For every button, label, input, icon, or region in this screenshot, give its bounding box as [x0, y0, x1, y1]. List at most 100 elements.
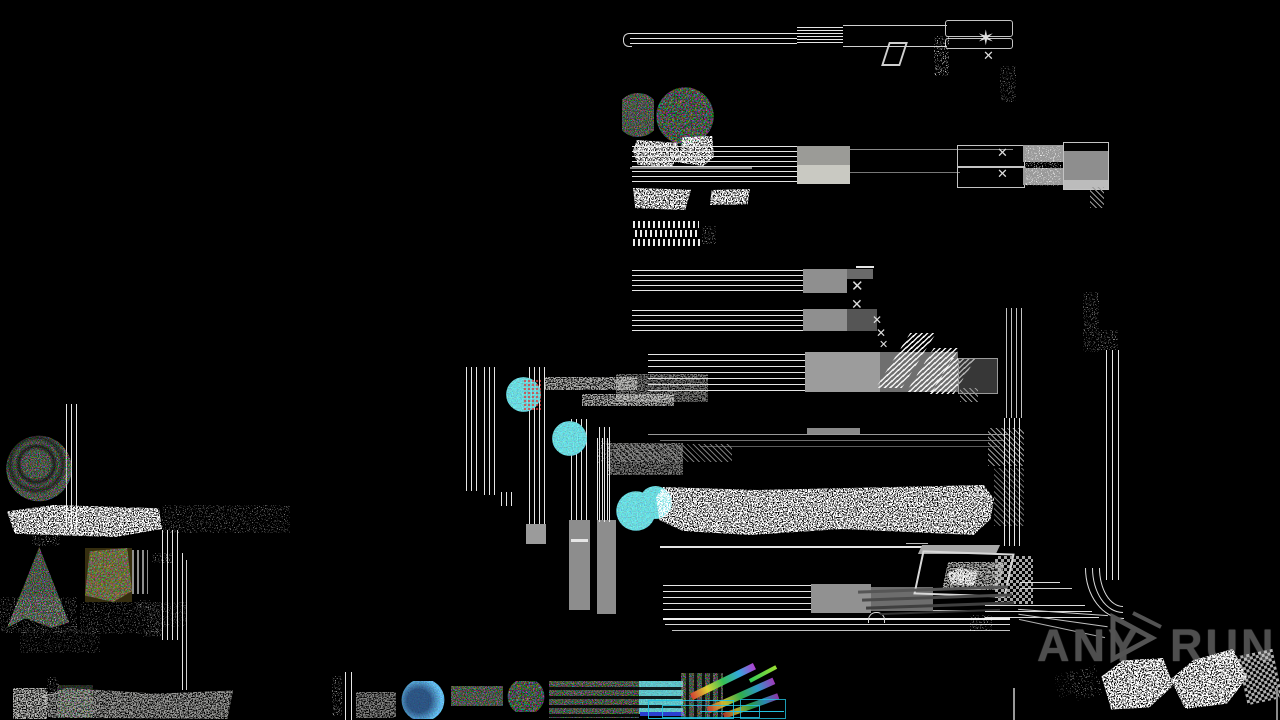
glitch-band2-lines — [632, 270, 803, 293]
noise-row-b — [635, 230, 697, 237]
noise-blob-ring-overlay — [6, 435, 72, 502]
noise-left-mark-c — [143, 628, 163, 637]
glitch-frame-line-b — [660, 440, 1005, 441]
glitch-top-hook — [623, 33, 632, 47]
glitch-top-box-a — [945, 20, 1013, 37]
glitch-x-icon: ✕ — [983, 49, 994, 64]
glitch-band1-lines — [632, 146, 797, 182]
glitch-bottom-line-a — [663, 618, 1010, 620]
noise-bottom-specks — [356, 692, 396, 718]
noise-gray-row-a — [545, 377, 637, 390]
glitch-band1-bar-noise — [1025, 146, 1061, 186]
glitch-bottom-hook — [868, 612, 885, 623]
glitch-vcolumn-2-dash — [571, 539, 588, 542]
glitch-dot-column — [934, 36, 949, 76]
glitch-band3-lines — [632, 310, 803, 331]
glitch-frame-line-a — [648, 434, 1008, 435]
glitch-right-vbundle — [1106, 350, 1123, 580]
glitch-band1-topline — [850, 149, 1013, 150]
glitch-left-line-a — [182, 553, 183, 690]
glitch-left-vlines — [162, 530, 181, 640]
noise-bottomleft-dense — [13, 688, 47, 719]
noise-left-mark-a — [152, 553, 173, 563]
noise-bottomleft-color — [58, 685, 93, 718]
glitch-x-icon: ✕ — [851, 277, 864, 295]
glitch-band1-bar-a — [1023, 145, 1063, 162]
glitch-step-line-a — [1020, 582, 1060, 583]
glitch-band5-gray-a — [811, 584, 871, 613]
glitch-bracket-vpair — [345, 672, 353, 720]
glitch-frame-line-c — [700, 446, 1000, 447]
glitch-band2-topline — [856, 266, 874, 268]
glitch-band1-box-b — [957, 167, 1025, 188]
glitch-corner-hline-a — [985, 605, 1085, 606]
glitch-band4-hatch — [960, 388, 978, 402]
noise-left-dots — [32, 532, 60, 546]
glitch-left-vpair — [66, 404, 81, 530]
glitch-x-icon: ✕ — [997, 167, 1008, 182]
glitch-dots — [1000, 66, 1016, 102]
glitch-band1-gray-top — [797, 146, 850, 165]
glitch-bottom-line-c — [672, 630, 1010, 631]
glitch-band4-gray-a — [805, 352, 880, 392]
glitch-frame-vcol — [599, 427, 612, 522]
glitch-band1-box-a — [957, 145, 1025, 167]
noise-rainbow-glyphs — [451, 686, 503, 706]
glitch-bracket-noise — [332, 676, 342, 716]
glitch-x-icon: ✕ — [879, 338, 889, 351]
watermark-brand-left: ANY — [1037, 620, 1142, 671]
noise-text-b — [710, 189, 750, 205]
glitch-band4-lines — [648, 354, 805, 392]
glitch-frame-grayseg — [807, 428, 860, 434]
glitch-band2-stub — [847, 269, 873, 279]
glitch-band1-gray-bottom — [797, 165, 850, 184]
glitch-mid-vcol — [1006, 308, 1023, 418]
glitch-top-longbox — [843, 25, 947, 47]
noise-row-a — [633, 221, 699, 228]
noise-oval-overlay — [401, 681, 445, 719]
watermark-noise-checker — [1237, 648, 1280, 706]
glitch-right-edge-line — [1276, 686, 1278, 720]
glitch-band5-line-a — [660, 546, 928, 548]
circuit-trace-box-a — [648, 700, 734, 719]
noise-teal-rows-overlay — [639, 681, 683, 714]
glitch-corner-hline-b — [985, 611, 1092, 612]
glitch-red-dots — [523, 379, 541, 410]
glitch-step-line-b — [1020, 588, 1072, 589]
noise-patch-tint — [85, 548, 132, 602]
glitch-top-lines-a — [630, 33, 797, 44]
glitch-x-icon: ✕ — [997, 146, 1008, 161]
noise-row-tail — [702, 226, 716, 244]
glitch-right-vcol — [1004, 418, 1020, 546]
noise-text-a — [633, 188, 691, 210]
glitch-x-icon: ✕ — [851, 297, 863, 313]
noise-left-band-dense — [7, 505, 162, 537]
glitch-top-box-b — [945, 38, 1013, 49]
glitch-band3-gray-dark — [847, 309, 877, 331]
glitch-right-squiggle — [1083, 292, 1099, 352]
glitch-window-checker — [995, 556, 1033, 604]
glitch-band1-stack — [1063, 142, 1109, 190]
glitch-vbundle-main-foot — [526, 524, 546, 544]
noise-gray-row-b — [582, 394, 674, 406]
glitch-top-lines-b — [797, 27, 843, 45]
glitch-x-icon: ✕ — [872, 313, 883, 327]
glitch-band2-gray — [803, 269, 847, 293]
glitch-band1-botline — [850, 172, 960, 173]
noise-block-rows-overlay — [549, 681, 639, 718]
glitch-band5-lines — [663, 585, 811, 612]
noise-rainbow-circle — [508, 681, 545, 712]
glitch-vcolumn-2 — [569, 520, 590, 610]
glitch-band1-hatch — [1090, 187, 1104, 208]
glitch-vbundle-2 — [571, 419, 588, 520]
watermark-play-logo-icon — [1110, 611, 1162, 664]
glitch-right-curl — [1098, 330, 1118, 350]
noise-left-mark-b — [137, 600, 150, 610]
glitch-vlines-stub — [501, 492, 513, 506]
noise-blob-rainbow-small — [622, 93, 654, 137]
glitch-left-vdash — [132, 550, 148, 594]
glitch-vcolumn-3 — [597, 520, 616, 614]
glitch-band5-line-b — [906, 543, 928, 544]
glitch-x-icon: ✕ — [876, 326, 887, 340]
